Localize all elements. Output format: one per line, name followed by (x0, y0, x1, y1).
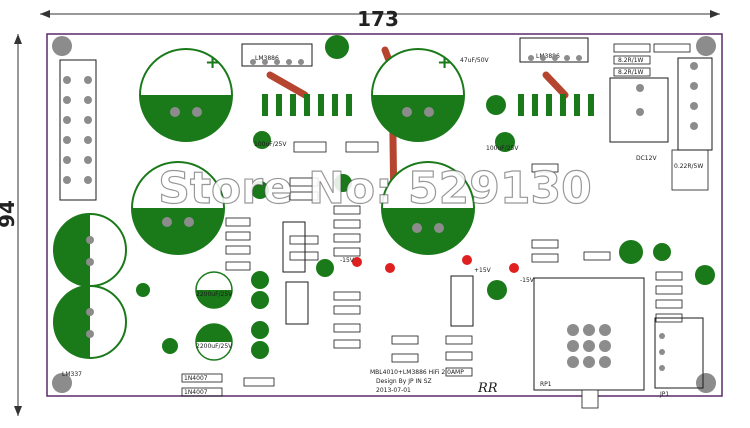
capacitor-left-upper (53, 213, 127, 287)
capacitor-mid-left (131, 161, 225, 255)
potentiometer-shaft (581, 389, 599, 409)
capacitor-left-lower (53, 285, 127, 359)
small-capacitors (136, 35, 715, 361)
resistor-label-2: 8.2R/1W (618, 69, 644, 76)
diode-label-2: 1N4007 (184, 389, 208, 396)
bulk-capacitors: + + (53, 48, 475, 359)
credit-line-3: 2013-07-01 (376, 387, 411, 394)
watermark-text: Store No: 529130 (158, 163, 591, 214)
cap-label-3: 100uF/25V (254, 141, 287, 148)
regulator-label: LM337 (62, 371, 82, 378)
voltage-label-1: -15V (340, 257, 355, 264)
component-bodies (181, 43, 709, 397)
height-label: 94 (0, 200, 19, 228)
pot-label: RP1 (540, 381, 552, 388)
resistor-array (262, 94, 594, 116)
cap-label-5: 47uF/50V (460, 57, 490, 64)
test-pads (352, 255, 519, 273)
capacitor-top-right: + (371, 48, 465, 142)
capacitor-top-left: + (139, 48, 233, 142)
svg-text:+: + (437, 52, 452, 73)
connector-pads-left (63, 76, 92, 184)
width-dimension: 173 (40, 7, 720, 31)
jumper-label: JP1 (659, 391, 669, 398)
component-pads (250, 55, 698, 371)
cap-label-1: 2200uF/25V (196, 291, 233, 298)
height-dimension: 94 (0, 34, 22, 416)
capacitor-mid-right (381, 161, 475, 255)
width-label: 173 (357, 7, 399, 31)
chip-label-right: LM3886 (536, 53, 560, 60)
credit-line-2: Design By JP IN SZ (376, 378, 432, 385)
voltage-label-2: +15V (474, 267, 492, 274)
chip-label-left: LM3886 (255, 55, 279, 62)
svg-text:+: + (205, 52, 220, 73)
credit-line-1: MBL4010+LM3886 HiFi 2.0AMP (370, 369, 464, 376)
diode-label-1: 1N4007 (184, 375, 208, 382)
power-resistor-label: 0.22R/5W (674, 163, 703, 170)
voltage-label-3: -15V (520, 277, 535, 284)
dc-label: DC12V (636, 155, 657, 162)
cap-label-4: 100uF/25V (486, 145, 519, 152)
resistor-label-1: 8.2R/1W (618, 57, 644, 64)
cap-label-2: 2200uF/25V (196, 343, 233, 350)
board-logo: RR (477, 381, 498, 396)
